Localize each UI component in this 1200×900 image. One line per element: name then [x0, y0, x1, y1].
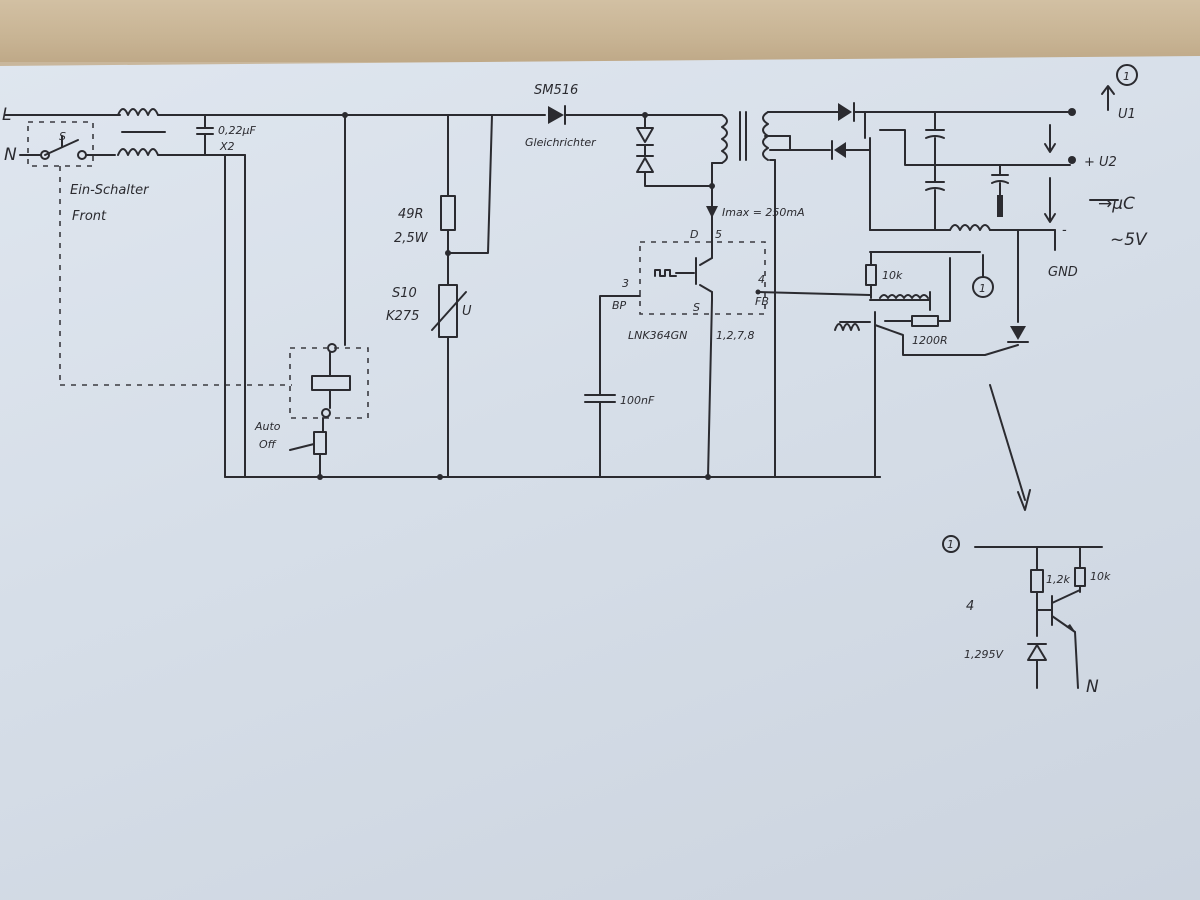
- label-detail-4: 4: [966, 599, 974, 614]
- detail-zener-diode: [1027, 644, 1047, 661]
- transformer-primary: [721, 114, 728, 164]
- label-imax: Imax = 250mA: [722, 206, 805, 219]
- label-relay-auto: Auto: [254, 420, 281, 433]
- label-ref-1-top: 1: [1123, 70, 1130, 83]
- label-r-10k: 10k: [882, 269, 903, 282]
- label-l: L: [2, 105, 11, 125]
- detail-resistor-1k2: [1030, 569, 1044, 593]
- output-diode-2: [834, 142, 846, 158]
- output-inductor: [949, 224, 991, 231]
- label-resistor-value: 49R: [398, 207, 424, 222]
- resistor-10k: [865, 264, 877, 286]
- label-minus: -: [1062, 223, 1067, 238]
- label-switch-mark: S: [59, 130, 66, 143]
- resistor-varistor-section: [431, 114, 501, 480]
- label-to-uc: →µC: [1098, 194, 1135, 214]
- detail-section: [942, 535, 1103, 689]
- label-ref-1-main: 1: [979, 282, 986, 295]
- imax-arrow: [706, 206, 718, 218]
- label-switch-name: Ein-Schalter: [70, 183, 150, 198]
- label-ref-1-detail: 1: [947, 538, 954, 551]
- label-pins-s: 1,2,7,8: [716, 329, 754, 342]
- label-u2: + U2: [1084, 155, 1117, 170]
- switch-contact-right: [77, 150, 87, 160]
- label-detail-r1: 1,2k: [1046, 573, 1070, 586]
- switch-contact-left: [40, 150, 50, 160]
- label-varistor-u: U: [462, 304, 472, 319]
- label-ic-name: LNK364GN: [628, 329, 687, 342]
- zener-diode-output: [1010, 326, 1026, 340]
- label-resistor-power: 2,5W: [394, 231, 429, 246]
- label-u1: U1: [1118, 107, 1136, 122]
- lnk364-section: [584, 234, 871, 480]
- label-detail-r2: 10k: [1090, 570, 1111, 583]
- relay-section: [289, 114, 369, 480]
- label-pin-s: S: [693, 301, 700, 314]
- label-volt: ~5V: [1110, 230, 1148, 250]
- ic-controller-symbol: [654, 269, 695, 277]
- rectifier-diode: [548, 106, 564, 124]
- label-pin-3: 3: [622, 277, 629, 290]
- text-labels: L N S 0,22µF X2 Ein-Schalter Front 49R 2…: [2, 70, 1148, 697]
- terminal-u2: [1068, 156, 1076, 164]
- ic-housing-dashed: [639, 241, 766, 315]
- label-cap-value: 0,22µF: [218, 124, 256, 137]
- snubber-diode-2: [636, 157, 654, 173]
- resistor-1200r: [911, 315, 939, 327]
- resistor-49r: [440, 195, 456, 231]
- optocoupler-led: [879, 294, 929, 299]
- label-relay-off: Off: [259, 438, 277, 451]
- label-switch-loc: Front: [72, 209, 107, 224]
- label-detail-n: N: [1086, 677, 1099, 697]
- reference-1-detail: [942, 535, 960, 553]
- wire-to-rectifier: [447, 114, 501, 254]
- label-rectifier-name: Gleichrichter: [525, 136, 597, 149]
- label-pin-4: 4: [758, 273, 765, 286]
- label-pin-fb: FB: [755, 295, 769, 308]
- choke-winding-bottom: [117, 148, 159, 156]
- output-section: [831, 64, 1138, 511]
- label-rectifier-part: SM516: [534, 83, 578, 98]
- relay-housing-dashed: [289, 347, 369, 419]
- label-n: N: [4, 145, 17, 165]
- desk-background: [0, 0, 1200, 62]
- label-cap-bp: 100nF: [620, 394, 655, 407]
- relay-coil: [311, 375, 351, 391]
- label-r-1200: 1200R: [912, 334, 948, 347]
- detail-pointer-line: [989, 384, 1026, 501]
- label-detail-zener: 1,295V: [964, 648, 1004, 661]
- label-pin-bp: BP: [612, 299, 627, 312]
- snubber-diode-1: [636, 127, 654, 143]
- label-pin-d: D: [690, 228, 698, 241]
- label-gnd: GND: [1048, 265, 1078, 280]
- label-varistor-rating: K275: [386, 309, 419, 324]
- choke-winding-top: [117, 108, 159, 116]
- output-diode-1: [838, 103, 852, 121]
- terminal-u1: [1068, 108, 1076, 116]
- auto-off-switch: [313, 431, 327, 455]
- detail-resistor-10k: [1074, 567, 1086, 587]
- reference-1-top: [1116, 64, 1138, 86]
- label-pin-5: 5: [715, 228, 722, 241]
- label-varistor-type: S10: [392, 286, 417, 301]
- label-cap-type: X2: [219, 140, 235, 153]
- mains-input-section: [4, 108, 881, 478]
- primary-section: [499, 105, 841, 478]
